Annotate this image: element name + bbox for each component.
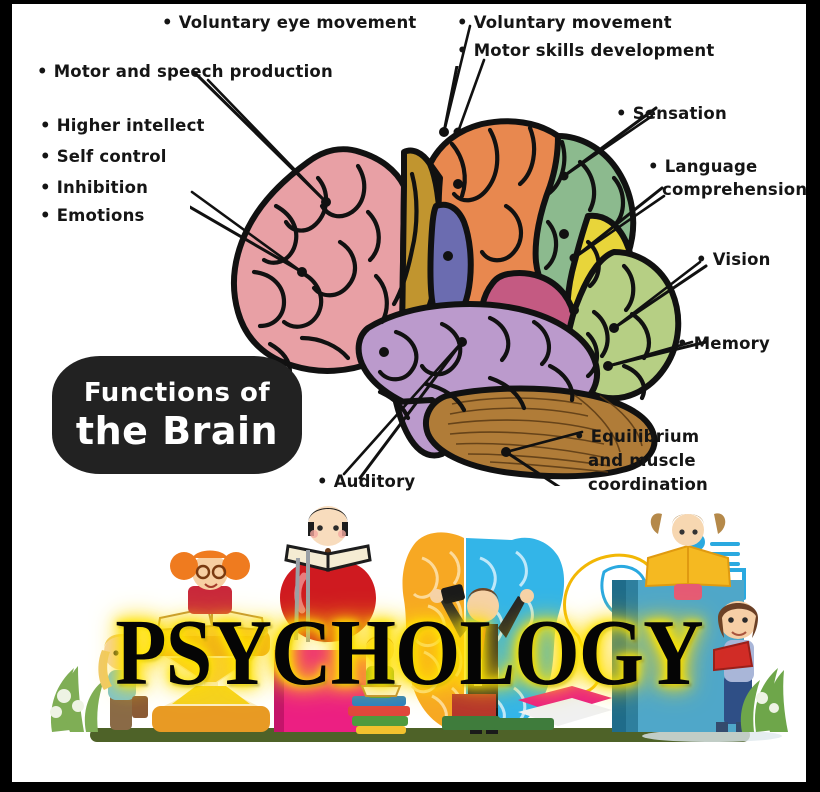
label-higher-intellect: • Higher intellect (40, 116, 205, 135)
label-equilibrium-line1: • Equilibrium (574, 427, 700, 446)
girl-on-blue-book (644, 513, 732, 600)
leader-equilibrium (504, 450, 561, 486)
label-inhibition: • Inhibition (40, 178, 149, 197)
label-voluntary-eye-movement: • Voluntary eye movement (162, 13, 417, 32)
poster-canvas: • Voluntary eye movement • Motor and spe… (12, 4, 806, 782)
fern-plant-left (50, 666, 104, 732)
pencils-behind-apple (294, 550, 310, 642)
label-vision: • Vision (696, 250, 771, 269)
badge-line-1: Functions of (83, 377, 271, 408)
fern-plant-right (740, 668, 788, 732)
education-collage (12, 500, 806, 782)
functions-of-the-brain-badge: Functions of the Brain (52, 356, 302, 474)
boy-reading-on-books (348, 636, 410, 734)
label-voluntary-movement: • Voluntary movement (457, 13, 672, 32)
leader-voluntary-eye-movement (442, 66, 459, 134)
label-auditory: • Auditory (317, 472, 416, 491)
collage-ground-shadow (642, 730, 782, 742)
blonde-girl-student (98, 634, 148, 730)
label-sensation: • Sensation (616, 104, 727, 123)
stacked-books (442, 686, 612, 730)
label-motor-skills-development: • Motor skills development (457, 41, 715, 60)
label-emotions: • Emotions (40, 206, 145, 225)
label-language-comprehension-line2: comprehension (662, 180, 806, 199)
hourglass (152, 626, 270, 732)
red-haired-girl-reading (156, 550, 266, 632)
pink-book (274, 650, 366, 732)
label-memory: • Memory (677, 334, 770, 353)
label-language-comprehension-line1: • Language (648, 157, 758, 176)
label-equilibrium-line2: and muscle (588, 451, 696, 470)
label-motor-and-speech-production: • Motor and speech production (37, 62, 333, 81)
label-self-control: • Self control (40, 147, 167, 166)
badge-line-2: the Brain (75, 408, 279, 453)
label-equilibrium-line3: coordination (588, 475, 708, 494)
leader-motor-and-speech-production (192, 70, 328, 204)
